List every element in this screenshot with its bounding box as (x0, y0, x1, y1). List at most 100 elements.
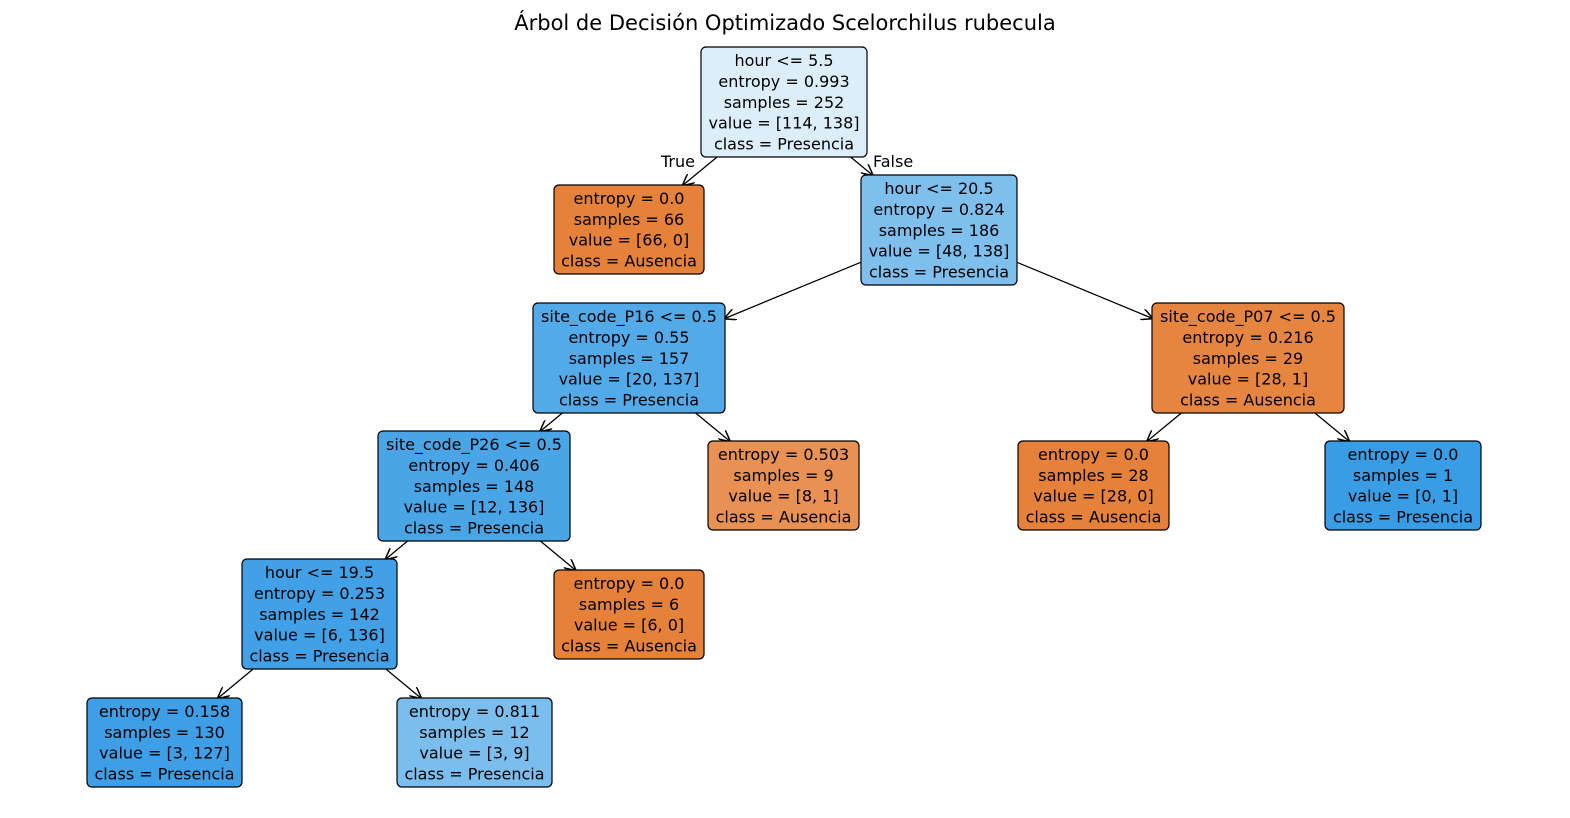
tree-node-n0: hour <= 5.5 entropy = 0.993 samples = 252 v… (700, 46, 868, 158)
node-line: samples = 157 (569, 349, 690, 368)
node-line: value = [28, 1] (1188, 370, 1308, 389)
node-box (707, 440, 860, 531)
node-line: entropy = 0.993 (718, 72, 849, 91)
edge-label-true: True (660, 152, 695, 171)
node-line: hour <= 20.5 (884, 179, 993, 198)
node-line: class = Presencia (714, 134, 854, 153)
node-box (700, 46, 868, 158)
node-line: class = Presencia (249, 646, 389, 665)
node-box (1017, 440, 1170, 531)
node-line: value = [3, 9] (419, 744, 529, 763)
tree-edge (725, 261, 862, 318)
node-line: samples = 9 (733, 466, 833, 485)
node-line: value = [48, 138] (869, 242, 1010, 261)
edge-labels-layer: True False (660, 152, 913, 171)
node-line: class = Ausencia (716, 508, 852, 527)
node-box (86, 697, 243, 788)
node-box (860, 174, 1018, 286)
node-line: class = Presencia (404, 765, 544, 784)
nodes-layer: hour <= 5.5 entropy = 0.993 samples = 252 v… (86, 46, 1482, 788)
node-line: samples = 130 (104, 723, 225, 742)
node-line: entropy = 0.811 (409, 702, 540, 721)
node-line: value = [66, 0] (569, 231, 689, 250)
tree-edge (218, 668, 254, 698)
node-line: value = [6, 136] (254, 626, 385, 645)
node-line: site_code_P07 <= 0.5 (1160, 307, 1336, 327)
node-box (553, 569, 705, 660)
node-line: class = Ausencia (1180, 390, 1316, 409)
tree-node-n9: hour <= 19.5 entropy = 0.253 samples = 142… (241, 558, 398, 670)
tree-edge (541, 412, 563, 431)
node-line: entropy = 0.158 (99, 702, 230, 721)
node-line: samples = 12 (419, 723, 529, 742)
node-line: entropy = 0.503 (718, 445, 849, 464)
tree-edge (1314, 412, 1349, 441)
node-line: class = Presencia (94, 765, 234, 784)
node-line: samples = 29 (1193, 349, 1303, 368)
edge-label-false: False (873, 152, 913, 171)
node-line: hour <= 5.5 (734, 51, 833, 70)
tree-edge (683, 156, 718, 185)
node-line: samples = 148 (414, 477, 535, 496)
node-line: class = Ausencia (561, 252, 697, 271)
node-line: site_code_P16 <= 0.5 (541, 307, 717, 327)
node-line: entropy = 0.216 (1182, 328, 1313, 347)
diagram-title: Árbol de Decisión Optimizado Scelorchilu… (514, 11, 1056, 35)
node-box (1151, 302, 1345, 414)
tree-node-n10: entropy = 0.0 samples = 6 value = [6, 0] cl… (553, 569, 705, 660)
node-line: entropy = 0.406 (408, 456, 539, 475)
node-line: class = Presencia (404, 518, 544, 537)
node-line: site_code_P26 <= 0.5 (386, 435, 562, 455)
node-line: hour <= 19.5 (265, 563, 374, 582)
node-box (553, 184, 705, 275)
tree-edge (695, 412, 730, 441)
node-line: value = [8, 1] (728, 487, 838, 506)
node-line: samples = 186 (879, 221, 1000, 240)
node-line: samples = 28 (1038, 466, 1148, 485)
tree-edge (386, 540, 409, 559)
node-line: value = [20, 137] (559, 370, 700, 389)
node-line: class = Ausencia (1026, 508, 1162, 527)
node-line: entropy = 0.253 (254, 584, 385, 603)
node-line: value = [3, 127] (99, 744, 230, 763)
node-line: value = [0, 1] (1348, 487, 1458, 506)
tree-edge (1016, 261, 1152, 318)
node-line: entropy = 0.0 (1038, 445, 1149, 464)
node-line: class = Presencia (869, 262, 1009, 281)
node-line: entropy = 0.824 (873, 200, 1004, 219)
tree-node-n1: entropy = 0.0 samples = 66 value = [66, 0]… (553, 184, 705, 275)
node-line: samples = 252 (724, 93, 845, 112)
node-box (241, 558, 398, 670)
node-line: entropy = 0.0 (574, 574, 685, 593)
node-line: value = [114, 138] (708, 114, 859, 133)
node-line: entropy = 0.0 (574, 189, 685, 208)
tree-node-n12: entropy = 0.811 samples = 12 value = [3, 9… (396, 697, 553, 788)
node-box (377, 430, 571, 542)
node-line: samples = 142 (259, 605, 380, 624)
node-line: entropy = 0.0 (1348, 445, 1459, 464)
node-line: class = Presencia (559, 390, 699, 409)
node-line: class = Ausencia (561, 637, 697, 656)
node-line: value = [12, 136] (404, 498, 545, 517)
node-line: samples = 1 (1353, 466, 1453, 485)
edges-layer (218, 156, 1349, 698)
node-line: class = Presencia (1333, 508, 1473, 527)
node-line: value = [28, 0] (1033, 487, 1153, 506)
node-line: samples = 66 (574, 210, 684, 229)
node-box (396, 697, 553, 788)
tree-node-n6: entropy = 0.503 samples = 9 value = [8, 1]… (707, 440, 860, 531)
tree-node-n7: entropy = 0.0 samples = 28 value = [28, 0]… (1017, 440, 1170, 531)
node-box (532, 302, 726, 414)
tree-edge (850, 156, 873, 175)
tree-edge (1147, 412, 1182, 441)
node-line: value = [6, 0] (574, 616, 684, 635)
tree-edge (385, 668, 421, 698)
tree-edge (539, 540, 575, 570)
node-line: samples = 6 (579, 595, 679, 614)
tree-node-n2: hour <= 20.5 entropy = 0.824 samples = 186… (860, 174, 1018, 286)
node-line: entropy = 0.55 (568, 328, 689, 347)
